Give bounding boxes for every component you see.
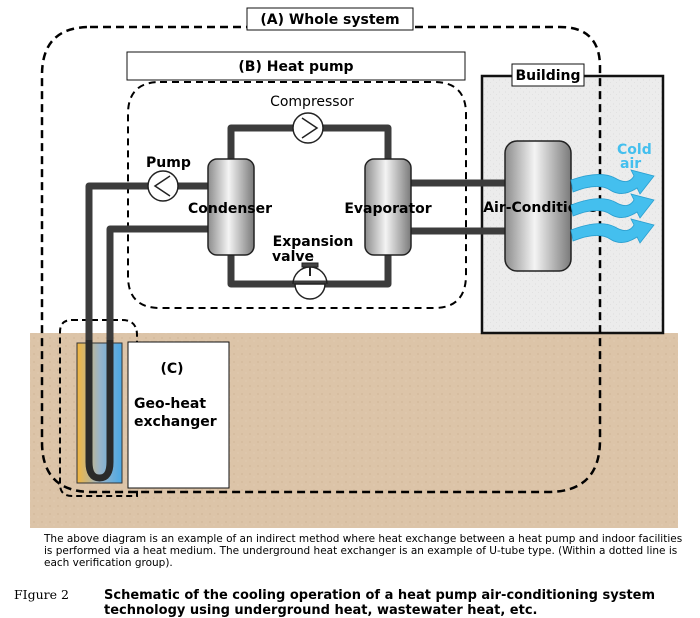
geo-heat-label-line2: exchanger bbox=[134, 414, 217, 430]
pump-icon bbox=[147, 170, 179, 202]
air-conditioner-label: Air-Conditione bbox=[483, 200, 597, 216]
heat-pump-label: (B) Heat pump bbox=[238, 59, 353, 75]
figure-caption: Schematic of the cooling operation of a … bbox=[104, 588, 656, 618]
building-label-box bbox=[511, 63, 585, 87]
condenser-label: Condenser bbox=[188, 201, 272, 217]
expansion-valve-icon bbox=[292, 262, 328, 300]
condenser bbox=[207, 158, 255, 256]
geo-heat-boundary bbox=[59, 319, 138, 497]
figure-label: FIgure 2 bbox=[14, 587, 69, 602]
geo-heat-label-box bbox=[127, 341, 230, 489]
whole-system-label: (A) Whole system bbox=[260, 12, 399, 28]
group-c-label: (C) bbox=[160, 361, 183, 377]
diagram-note: The above diagram is an example of an in… bbox=[44, 533, 683, 569]
heat-pump-diagram: Building (A) Whole system (B) Heat pump … bbox=[30, 7, 678, 528]
building-label: Building bbox=[515, 68, 580, 84]
whole-system-label-box bbox=[246, 7, 414, 31]
heat-pump-boundary bbox=[127, 81, 467, 309]
expansion-valve-label-line2: valve bbox=[272, 249, 314, 265]
evaporator-label: Evaporator bbox=[344, 201, 431, 217]
compressor-label: Compressor bbox=[270, 94, 354, 110]
ground bbox=[30, 333, 678, 528]
heat-pump-label-box bbox=[126, 51, 466, 81]
whole-system-boundary bbox=[40, 25, 602, 494]
building-loop-pipes bbox=[410, 179, 505, 235]
pump-label: Pump bbox=[146, 155, 191, 171]
evaporator bbox=[364, 158, 412, 256]
cold-air-label-line1: Cold bbox=[617, 142, 652, 158]
expansion-valve-label-line1: Expansion bbox=[273, 234, 354, 250]
u-tube-borehole bbox=[76, 342, 123, 484]
geo-heat-label-line1: Geo-heat bbox=[134, 396, 206, 412]
cold-air-arrows bbox=[570, 169, 655, 244]
compressor-icon bbox=[292, 112, 324, 144]
cold-air-label-line2: air bbox=[620, 156, 641, 172]
u-tube bbox=[85, 340, 114, 482]
